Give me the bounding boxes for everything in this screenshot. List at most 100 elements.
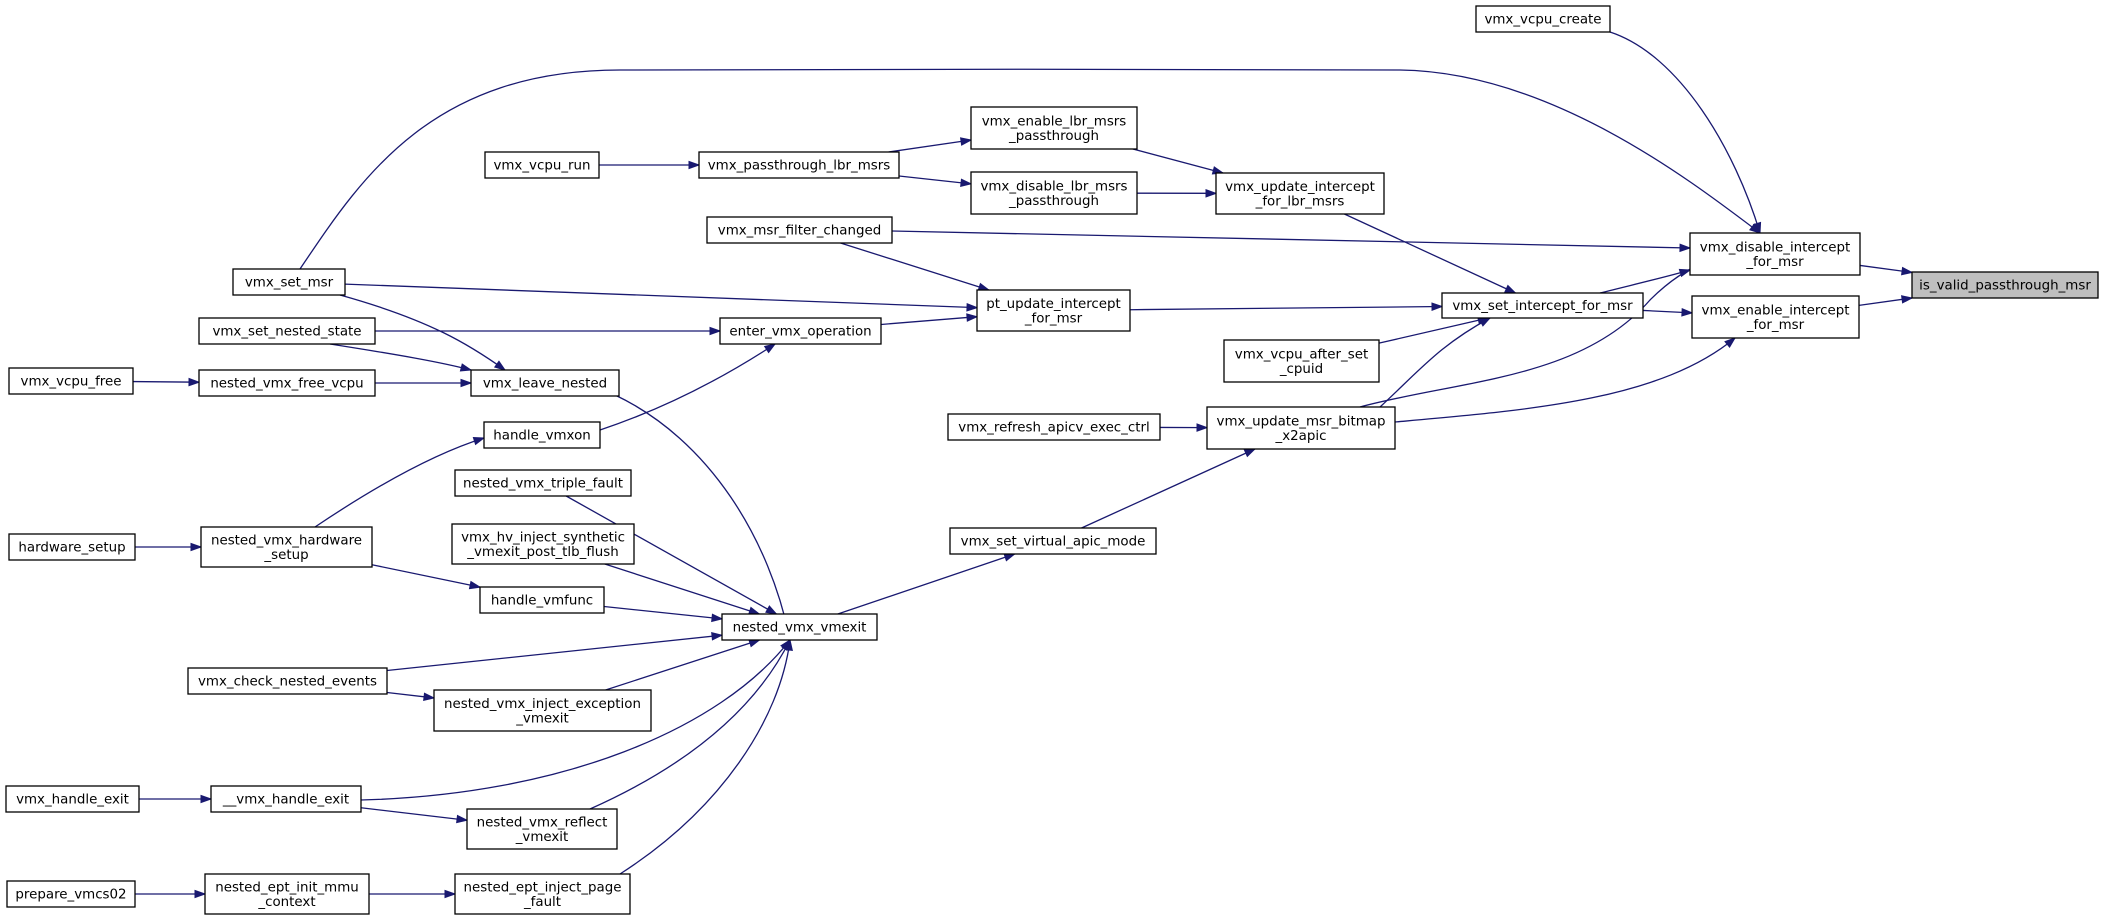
node-hardware-setup-label-line-1: hardware_setup	[18, 541, 125, 556]
node-vmx-msr-filter-changed-box[interactable]	[706, 216, 893, 244]
node-is-valid-passthrough-msr-box[interactable]	[1911, 271, 2099, 299]
node-nested-vmx-inject-exception-vmexit-box[interactable]	[433, 689, 652, 732]
node-prepare-vmcs02[interactable]: prepare_vmcs02	[6, 880, 136, 908]
node-vmx-handle-exit-box[interactable]	[5, 785, 140, 813]
node-vmx-hv-inject-synthetic-vmexit-post-tlb-flush-box[interactable]	[451, 523, 635, 565]
node-vmx-set-nested-state[interactable]: vmx_set_nested_state	[198, 317, 376, 345]
node-vmx-check-nested-events[interactable]: vmx_check_nested_events	[187, 667, 388, 695]
node-vmx-disable-intercept-for-msr[interactable]: vmx_disable_intercept_for_msr	[1689, 232, 1861, 276]
edge-vmx-enable-intercept-for-msr-to-is-valid-passthrough-msr-arrowhead	[1901, 295, 1914, 304]
node-vmx-enable-lbr-msrs-passthrough-box[interactable]	[970, 106, 1138, 150]
edge-vmx-set-msr-to-vmx-disable-intercept-for-msr-line	[299, 68, 1761, 270]
node-handle-vmfunc[interactable]: handle_vmfunc	[479, 586, 605, 614]
node-vmx-set-intercept-for-msr[interactable]: vmx_set_intercept_for_msr	[1441, 292, 1644, 319]
node-vmx-vcpu-create[interactable]: vmx_vcpu_create	[1475, 5, 1611, 33]
node-hardware-setup-box[interactable]	[8, 533, 136, 561]
node-vmx-vcpu-run-box[interactable]	[484, 151, 600, 179]
edge-nested-ept-init-mmu-context-to-nested-ept-inject-page-fault	[369, 889, 457, 899]
node-vmx-leave-nested-box[interactable]	[470, 369, 620, 397]
node-nested-vmx-free-vcpu[interactable]: nested_vmx_free_vcpu	[198, 369, 376, 397]
node-vmx-disable-lbr-msrs-passthrough-box[interactable]	[970, 171, 1138, 215]
node-vmx-hv-inject-synthetic-vmexit-post-tlb-flush[interactable]: vmx_hv_inject_synthetic_vmexit_post_tlb_…	[451, 523, 635, 565]
node-vmx-leave-nested[interactable]: vmx_leave_nested	[470, 369, 620, 397]
node-nested-vmx-inject-exception-vmexit[interactable]: nested_vmx_inject_exception_vmexit	[433, 689, 652, 732]
node-vmx-vcpu-after-set-cpuid-box[interactable]	[1223, 339, 1380, 383]
node-vmx-refresh-apicv-exec-ctrl-label-line-1: vmx_refresh_apicv_exec_ctrl	[958, 421, 1149, 436]
node-prepare-vmcs02-box[interactable]	[6, 880, 136, 908]
node-handle-vmfunc-box[interactable]	[479, 586, 605, 614]
node-nested-vmx-free-vcpu-box[interactable]	[198, 369, 376, 397]
node-vmx-refresh-apicv-exec-ctrl[interactable]: vmx_refresh_apicv_exec_ctrl	[947, 413, 1161, 441]
edge-enter-vmx-operation-to-pt-update-intercept-for-msr-line	[880, 316, 978, 326]
edge-vmx-msr-filter-changed-to-vmx-disable-intercept-for-msr-line	[891, 230, 1691, 249]
edge-vmx-update-msr-bitmap-x2apic-to-vmx-enable-intercept-for-msr-arrowhead	[1724, 337, 1737, 349]
edge-nested-vmx-vmexit-to-vmx-set-virtual-apic-mode-arrowhead	[1003, 553, 1017, 562]
node-vmx-set-msr-box[interactable]	[232, 268, 346, 296]
node-vmx-handle-exit[interactable]: vmx_handle_exit	[5, 785, 140, 813]
node-vmx-update-intercept-for-lbr-msrs[interactable]: vmx_update_intercept_for_lbr_msrs	[1215, 172, 1385, 215]
edge-vmx-set-msr-to-pt-update-intercept-for-msr-line	[344, 283, 978, 309]
node-enter-vmx-operation[interactable]: enter_vmx_operation	[719, 317, 882, 345]
node-pt-update-intercept-for-msr[interactable]: pt_update_intercept_for_msr	[976, 289, 1131, 332]
node-vmx-vcpu-run[interactable]: vmx_vcpu_run	[484, 151, 600, 179]
node---vmx-handle-exit[interactable]: __vmx_handle_exit	[210, 785, 362, 813]
node-nested-vmx-triple-fault-box[interactable]	[454, 469, 632, 497]
node-handle-vmxon-box[interactable]	[483, 421, 601, 449]
node-nested-vmx-vmexit-box[interactable]	[721, 613, 878, 641]
node-nested-vmx-reflect-vmexit-box[interactable]	[466, 808, 618, 850]
node-vmx-vcpu-free[interactable]: vmx_vcpu_free	[8, 367, 134, 395]
node-handle-vmxon[interactable]: handle_vmxon	[483, 421, 601, 449]
edge-vmx-check-nested-events-to-nested-vmx-inject-exception-vmexit-arrowhead	[423, 692, 436, 702]
node-vmx-update-intercept-for-lbr-msrs-label-line-1: vmx_update_intercept	[1225, 180, 1375, 195]
edge-vmx-update-msr-bitmap-x2apic-to-vmx-disable-intercept-for-msr-line	[1359, 261, 1706, 408]
edge---vmx-handle-exit-to-nested-vmx-vmexit-line	[360, 639, 791, 801]
node-vmx-set-intercept-for-msr-box[interactable]	[1441, 292, 1644, 319]
node-vmx-vcpu-free-box[interactable]	[8, 367, 134, 395]
node-is-valid-passthrough-msr[interactable]: is_valid_passthrough_msr	[1911, 271, 2099, 299]
node-nested-vmx-hardware-setup-box[interactable]	[200, 526, 373, 568]
node-nested-vmx-vmexit[interactable]: nested_vmx_vmexit	[721, 613, 878, 641]
node-vmx-refresh-apicv-exec-ctrl-box[interactable]	[947, 413, 1161, 441]
node-vmx-check-nested-events-box[interactable]	[187, 667, 388, 695]
node-nested-vmx-reflect-vmexit[interactable]: nested_vmx_reflect_vmexit	[466, 808, 618, 850]
node-vmx-set-nested-state-box[interactable]	[198, 317, 376, 345]
node-nested-vmx-triple-fault[interactable]: nested_vmx_triple_fault	[454, 469, 632, 497]
edge-vmx-update-msr-bitmap-x2apic-to-vmx-set-intercept-for-msr-line	[1379, 317, 1491, 408]
node-vmx-update-intercept-for-lbr-msrs-box[interactable]	[1215, 172, 1385, 215]
node-vmx-msr-filter-changed[interactable]: vmx_msr_filter_changed	[706, 216, 893, 244]
node-vmx-disable-lbr-msrs-passthrough[interactable]: vmx_disable_lbr_msrs_passthrough	[970, 171, 1138, 215]
node-pt-update-intercept-for-msr-label-line-1: pt_update_intercept	[986, 297, 1121, 312]
node-nested-vmx-hardware-setup[interactable]: nested_vmx_hardware_setup	[200, 526, 373, 568]
node-vmx-update-msr-bitmap-x2apic-box[interactable]	[1206, 406, 1396, 450]
node-vmx-set-virtual-apic-mode[interactable]: vmx_set_virtual_apic_mode	[949, 527, 1157, 555]
node-enter-vmx-operation-box[interactable]	[719, 317, 882, 345]
node-vmx-vcpu-create-box[interactable]	[1475, 5, 1611, 33]
node-nested-ept-inject-page-fault-box[interactable]	[454, 873, 631, 915]
edge-nested-ept-inject-page-fault-to-nested-vmx-vmexit-arrowhead	[784, 638, 793, 651]
edge-vmx-set-msr-to-vmx-leave-nested	[339, 294, 507, 371]
node-vmx-set-virtual-apic-mode-box[interactable]	[949, 527, 1157, 555]
node-vmx-set-msr[interactable]: vmx_set_msr	[232, 268, 346, 296]
edge-nested-vmx-hardware-setup-to-handle-vmxon-line	[314, 437, 485, 528]
node-hardware-setup[interactable]: hardware_setup	[8, 533, 136, 561]
edge-hardware-setup-to-nested-vmx-hardware-setup	[135, 542, 203, 552]
node-vmx-enable-intercept-for-msr-box[interactable]	[1691, 295, 1860, 339]
node-nested-ept-init-mmu-context[interactable]: nested_ept_init_mmu_context	[204, 873, 370, 915]
node-vmx-passthrough-lbr-msrs[interactable]: vmx_passthrough_lbr_msrs	[698, 151, 900, 179]
edge-vmx-check-nested-events-to-nested-vmx-vmexit	[386, 631, 724, 672]
edge-handle-vmxon-to-enter-vmx-operation-arrowhead	[763, 343, 777, 354]
node---vmx-handle-exit-box[interactable]	[210, 785, 362, 813]
node-vmx-disable-intercept-for-msr-box[interactable]	[1689, 232, 1861, 276]
edge-handle-vmfunc-to-nested-vmx-vmexit-line	[603, 605, 723, 620]
node-pt-update-intercept-for-msr-box[interactable]	[976, 289, 1131, 332]
edge-vmx-set-msr-to-vmx-disable-intercept-for-msr	[299, 68, 1762, 270]
node-nested-ept-init-mmu-context-box[interactable]	[204, 873, 370, 915]
node-vmx-passthrough-lbr-msrs-box[interactable]	[698, 151, 900, 179]
node-nested-ept-inject-page-fault[interactable]: nested_ept_inject_page_fault	[454, 873, 631, 915]
node-vmx-vcpu-after-set-cpuid[interactable]: vmx_vcpu_after_set_cpuid	[1223, 339, 1380, 383]
node-vmx-enable-intercept-for-msr[interactable]: vmx_enable_intercept_for_msr	[1691, 295, 1860, 339]
node-vmx-update-msr-bitmap-x2apic[interactable]: vmx_update_msr_bitmap_x2apic	[1206, 406, 1396, 450]
node-vmx-enable-lbr-msrs-passthrough[interactable]: vmx_enable_lbr_msrs_passthrough	[970, 106, 1138, 150]
edge-vmx-check-nested-events-to-nested-vmx-vmexit-line	[386, 634, 723, 672]
